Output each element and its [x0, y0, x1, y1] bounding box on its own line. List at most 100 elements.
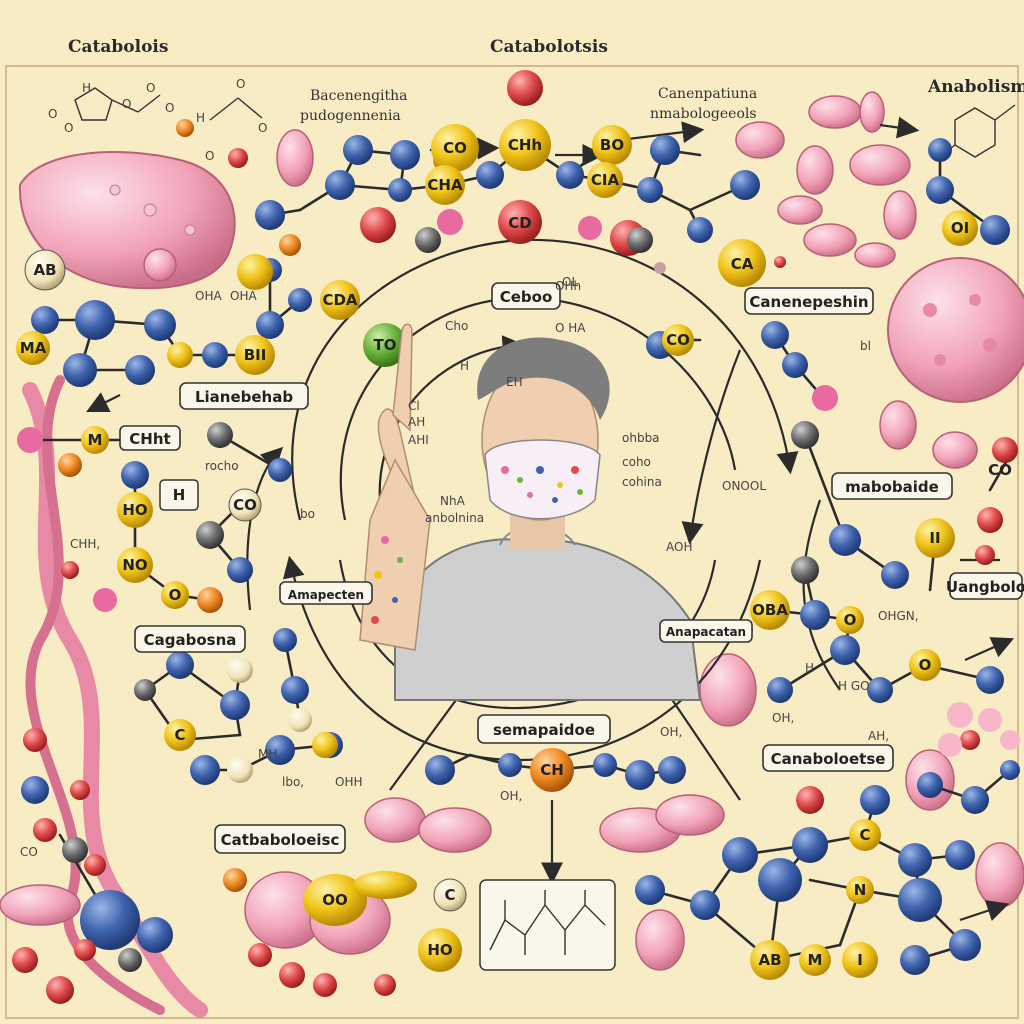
svg-text:H: H: [805, 661, 814, 675]
atom-ab-left: AB: [24, 249, 66, 291]
svg-text:O: O: [165, 101, 174, 115]
svg-text:semapaidoe: semapaidoe: [493, 721, 595, 739]
structural-formula-box-bottom: [479, 879, 616, 971]
atom-o-left: O: [161, 581, 189, 609]
svg-text:HO: HO: [122, 501, 147, 519]
svg-text:AHI: AHI: [408, 433, 429, 447]
svg-text:TO: TO: [374, 336, 397, 354]
svg-text:H: H: [173, 486, 186, 504]
label-canaboloetse: Canaboloetse: [762, 744, 894, 772]
svg-text:cohina: cohina: [622, 475, 662, 489]
svg-text:ONOOL: ONOOL: [722, 479, 766, 493]
atom-co-small: CO: [228, 488, 262, 522]
svg-text:OH,: OH,: [500, 789, 522, 803]
svg-text:CHH,: CHH,: [70, 537, 100, 551]
atom-ma-left: MA: [16, 331, 50, 365]
svg-text:Cagabosna: Cagabosna: [144, 631, 237, 649]
svg-text:II: II: [929, 529, 940, 547]
title-top-left: Catabolois: [68, 37, 168, 57]
svg-text:AB: AB: [758, 951, 781, 969]
atom-co-far-right: CO: [988, 461, 1012, 479]
svg-text:EH: EH: [506, 375, 523, 389]
atom-c-bottom: C: [433, 878, 467, 912]
svg-text:O: O: [169, 586, 182, 604]
svg-text:H GO: H GO: [838, 679, 870, 693]
svg-text:O: O: [64, 121, 73, 135]
atom-bii-left: BII: [235, 335, 275, 375]
svg-text:Uangbolo: Uangbolo: [946, 578, 1024, 596]
atom-cdo-mid: CD: [508, 214, 531, 232]
atom-n-bottom-right: N: [846, 876, 874, 904]
svg-text:O: O: [258, 121, 267, 135]
label-semapaidoe: semapaidoe: [477, 714, 611, 744]
atom-c-left: C: [164, 719, 196, 751]
svg-text:CIA: CIA: [591, 171, 620, 189]
svg-text:C: C: [859, 826, 870, 844]
atom-ca-right: CA: [718, 239, 766, 287]
svg-text:OHh: OHh: [555, 279, 581, 293]
atom-cha-top: CHA: [425, 165, 465, 205]
svg-text:BO: BO: [600, 136, 624, 154]
atom-oo-bottom: OO: [303, 871, 417, 926]
svg-text:Lianebehab: Lianebehab: [195, 388, 293, 406]
title-top-center: Catabolotsis: [490, 37, 608, 57]
svg-text:OH,: OH,: [660, 725, 682, 739]
svg-text:Cho: Cho: [445, 319, 468, 333]
svg-text:Anapacatan: Anapacatan: [666, 625, 746, 639]
atom-oba-right: OBA: [750, 590, 790, 630]
svg-text:OHH: OHH: [335, 775, 363, 789]
atom-h-box: H: [159, 479, 199, 511]
header-b-line1: Canenpatiuna: [658, 86, 757, 102]
svg-text:Cl: Cl: [408, 399, 420, 413]
svg-text:bo: bo: [300, 507, 315, 521]
svg-text:CO: CO: [443, 139, 467, 157]
atom-o-left2: [197, 587, 223, 613]
svg-text:O HA: O HA: [555, 321, 586, 335]
title-top-right: Anabolism: [927, 77, 1024, 97]
svg-text:CA: CA: [731, 255, 754, 273]
atom-ho-left: HO: [117, 492, 153, 528]
svg-text:OH,: OH,: [772, 711, 794, 725]
atom-cda-left: CDA: [320, 280, 360, 320]
svg-text:OHA: OHA: [195, 289, 222, 303]
svg-text:O: O: [205, 149, 214, 163]
person-with-mask: [359, 323, 702, 701]
svg-text:ohbba: ohbba: [622, 431, 660, 445]
svg-text:lbo,: lbo,: [282, 775, 304, 789]
atom-ii-right: II: [915, 518, 955, 558]
svg-text:O: O: [146, 81, 155, 95]
svg-text:MA: MA: [20, 339, 47, 357]
svg-text:H: H: [196, 111, 205, 125]
svg-text:HO: HO: [427, 941, 452, 959]
label-amapecten: Amapecten: [279, 581, 373, 605]
atom-bo-top: BO: [592, 125, 632, 165]
atom-i-bottom-right: I: [842, 942, 878, 978]
label-mabobaide: mabobaide: [831, 472, 953, 500]
svg-text:CHh: CHh: [508, 136, 542, 154]
svg-text:O: O: [48, 107, 57, 121]
atom-o-right2: O: [909, 649, 941, 681]
atom-ho-bottom: HO: [418, 928, 462, 972]
svg-text:OHA: OHA: [230, 289, 257, 303]
svg-text:O: O: [844, 611, 857, 629]
svg-text:O: O: [236, 77, 245, 91]
svg-text:AH: AH: [408, 415, 425, 429]
svg-text:rocho: rocho: [205, 459, 239, 473]
atom-oi-right: OI: [942, 210, 978, 246]
label-chht: CHht: [119, 425, 181, 451]
svg-text:CD: CD: [508, 214, 531, 232]
svg-text:O: O: [122, 97, 131, 111]
label-canenepeshin: Canenepeshin: [744, 287, 874, 315]
svg-text:AOH: AOH: [666, 540, 692, 554]
atom-o-right: O: [836, 606, 864, 634]
diagram-frame: [5, 65, 1019, 1019]
svg-text:O: O: [919, 656, 932, 674]
svg-text:CO: CO: [988, 461, 1012, 479]
labelled-atoms: CO CHh BO CHA CIA CD CA AB MA M CDA BII …: [16, 119, 1012, 980]
mask-pattern: [501, 466, 583, 503]
organ-liver-top-left: [18, 151, 236, 290]
label-catbaboloeisc: Catbaboloeisc: [214, 824, 346, 854]
atom-extra-yellow: [167, 254, 273, 368]
svg-text:C: C: [444, 886, 455, 904]
